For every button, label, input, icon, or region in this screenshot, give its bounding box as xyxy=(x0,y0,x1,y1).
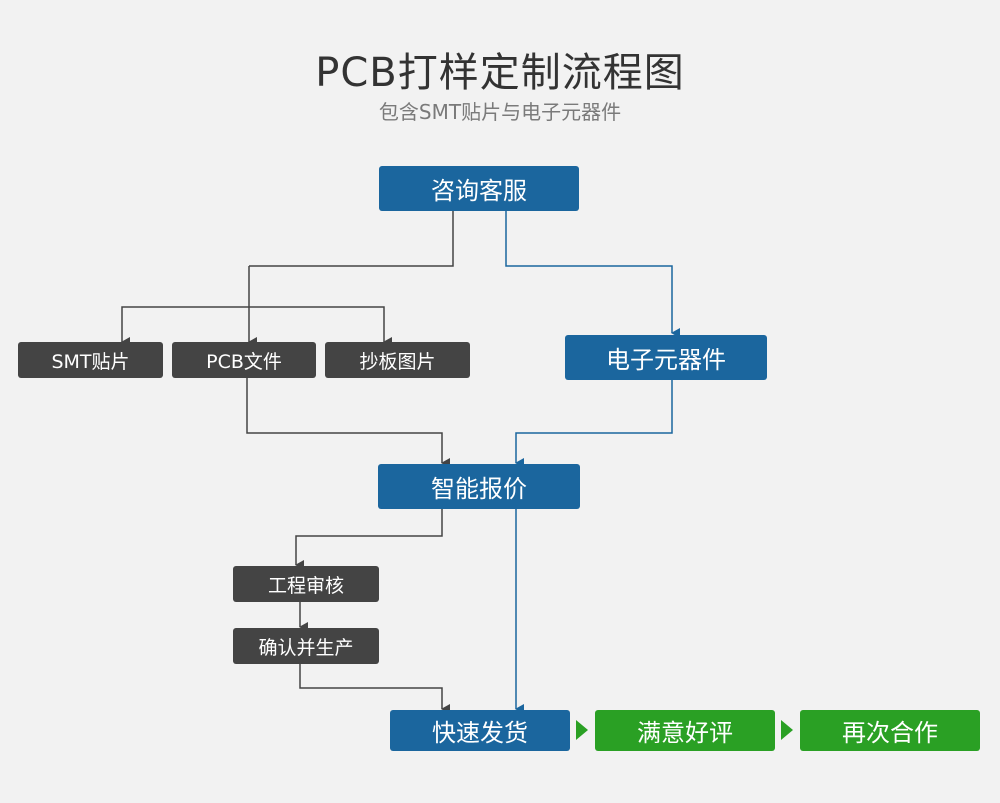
arrow-satisfied-to-cooperate xyxy=(781,720,793,740)
node-shipping: 快速发货 xyxy=(390,710,570,751)
node-components: 电子元器件 xyxy=(565,335,767,380)
node-copy-board: 抄板图片 xyxy=(325,342,470,378)
page-title: PCB打样定制流程图 xyxy=(315,50,685,96)
node-cooperate: 再次合作 xyxy=(800,710,980,751)
connector-to-copy-board xyxy=(249,306,392,347)
arrow-shipping-to-satisfied xyxy=(576,720,588,740)
node-smt: SMT贴片 xyxy=(18,342,163,378)
connector-consult-to-components xyxy=(505,211,680,338)
page-subtitle: 包含SMT贴片与电子元器件 xyxy=(378,100,622,124)
node-pcb-file: PCB文件 xyxy=(172,342,316,378)
connector-confirm-to-shipping xyxy=(299,664,450,714)
node-confirm: 确认并生产 xyxy=(233,628,379,664)
node-quote: 智能报价 xyxy=(378,464,580,509)
connector-components-to-quote xyxy=(515,380,673,468)
node-review: 工程审核 xyxy=(233,566,379,602)
connector-consult-to-inputs xyxy=(249,211,454,267)
node-satisfied: 满意好评 xyxy=(595,710,775,751)
connector-pcb-to-quote xyxy=(246,378,450,468)
node-consult: 咨询客服 xyxy=(379,166,579,211)
connector-to-smt xyxy=(121,306,249,347)
connector-quote-to-review xyxy=(295,509,443,570)
